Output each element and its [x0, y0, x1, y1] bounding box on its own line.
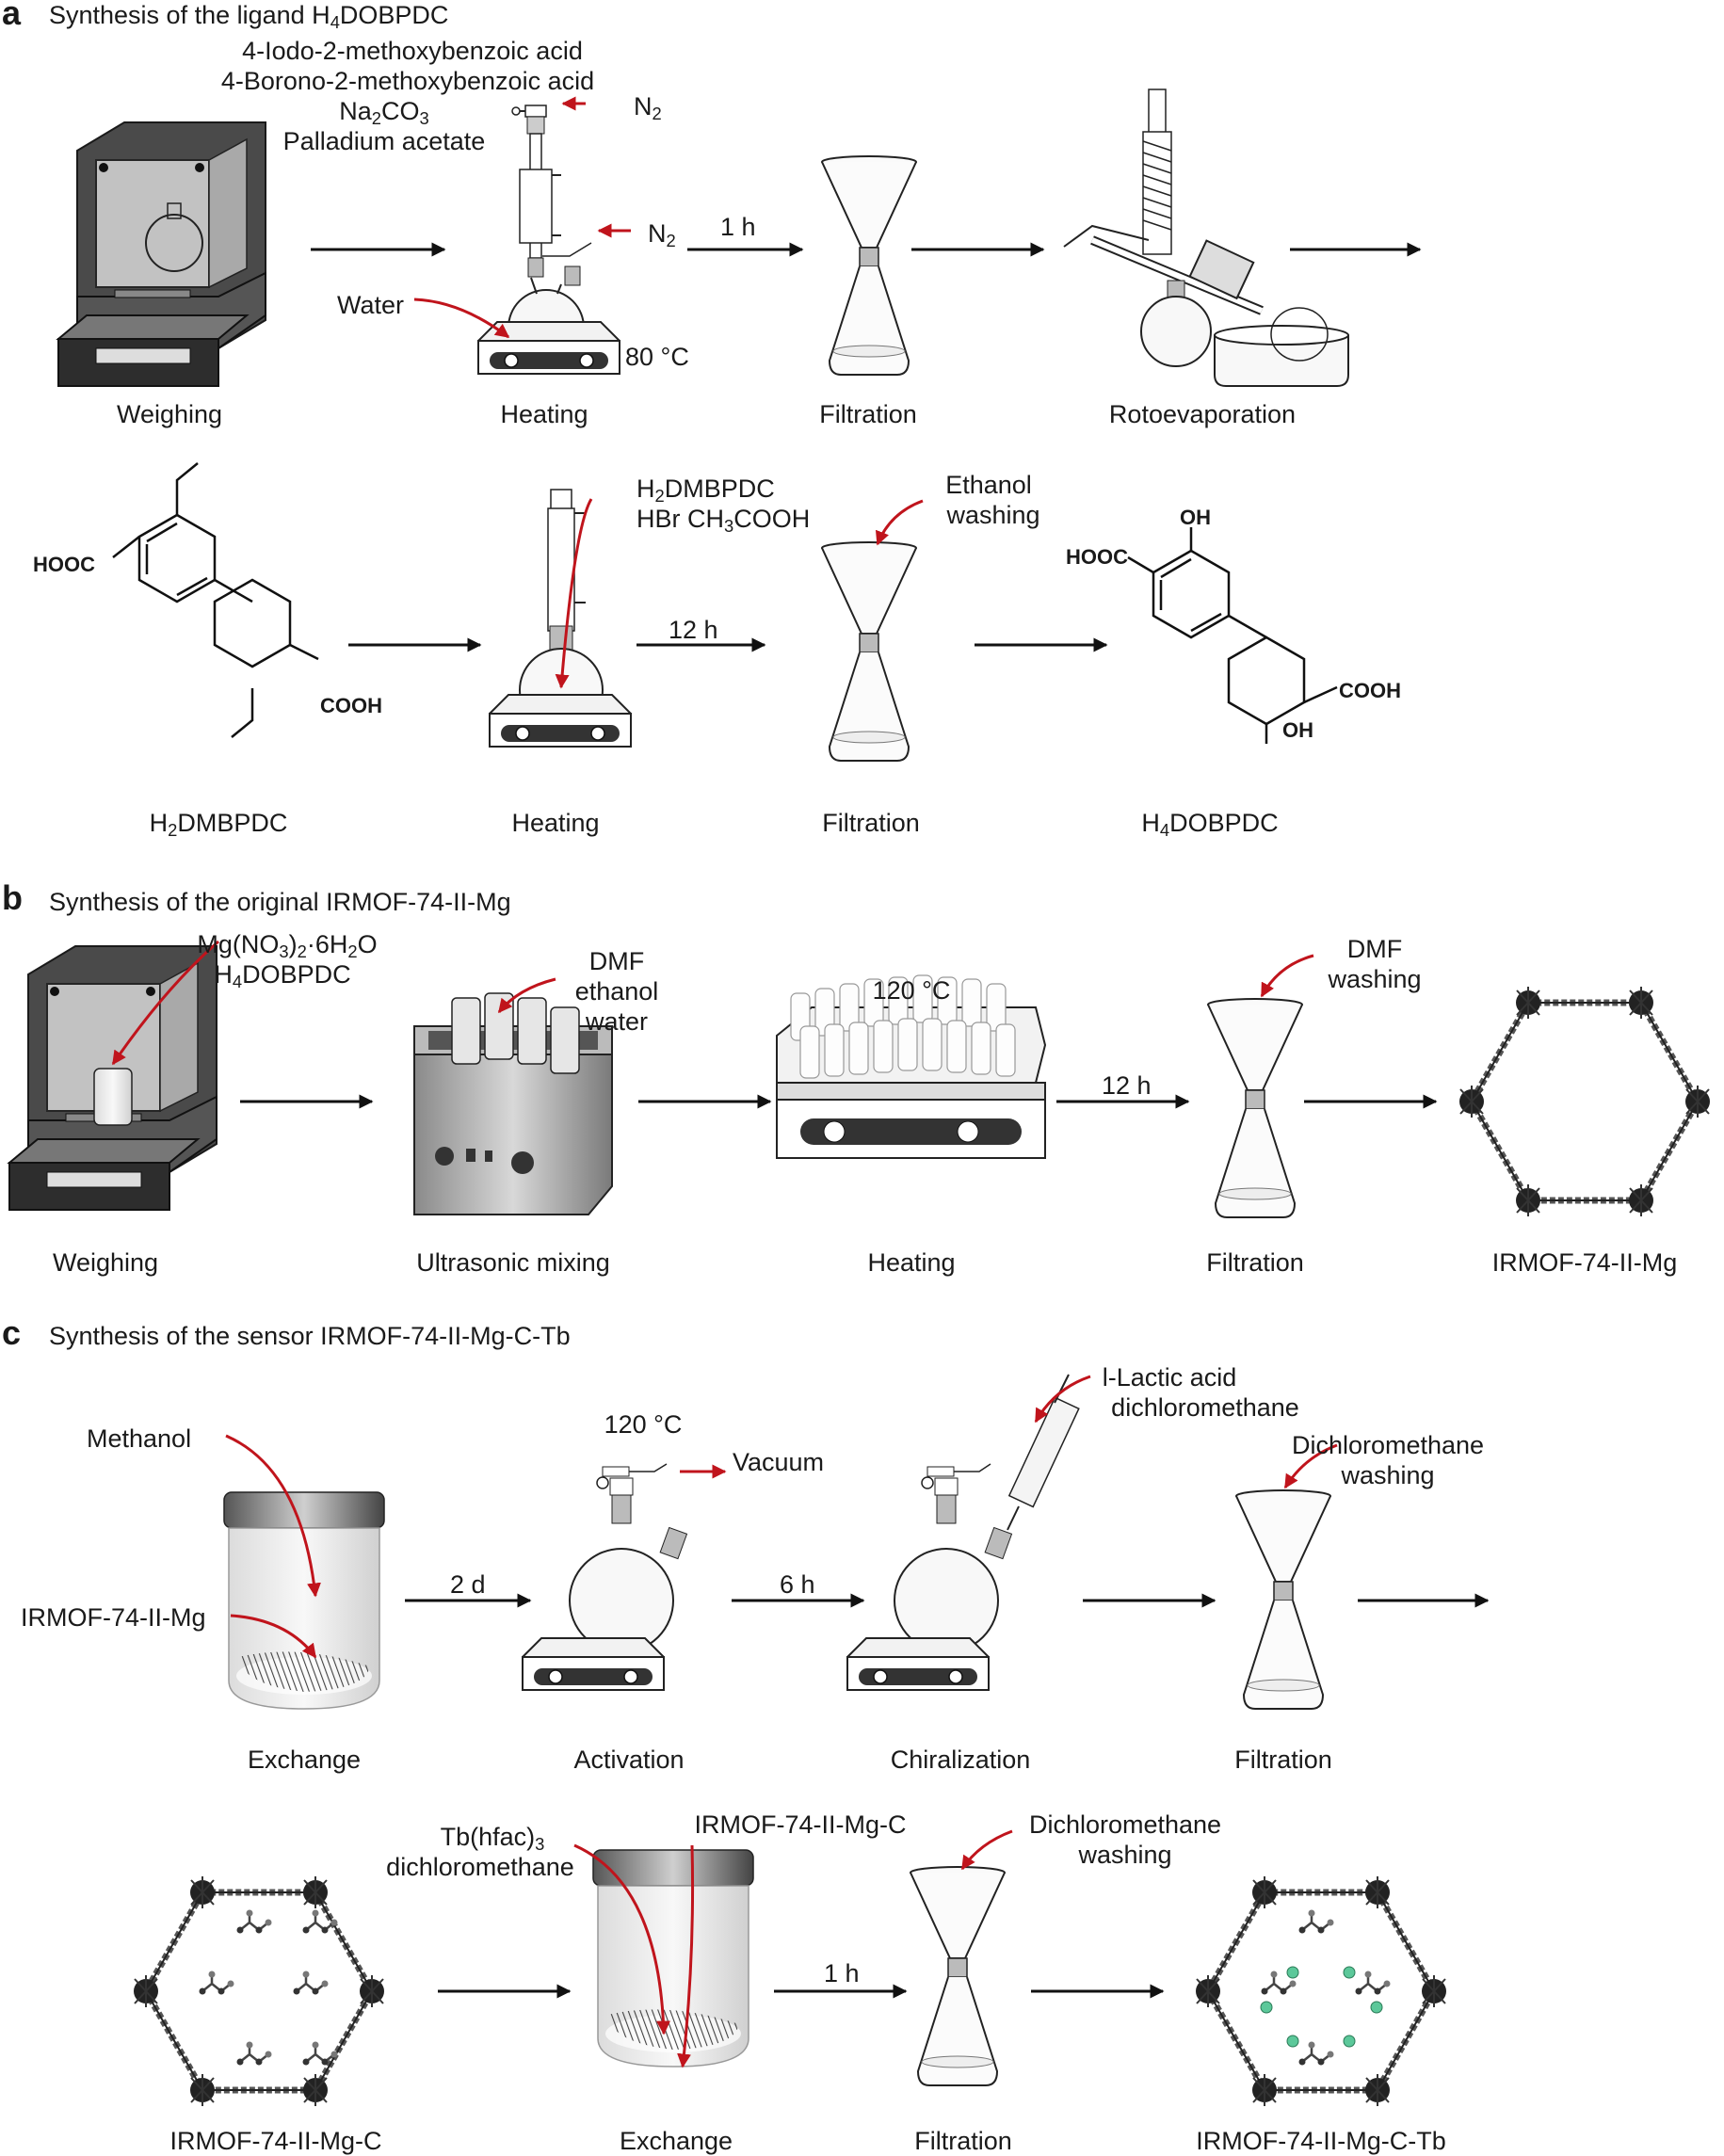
- step-heating-b: Heating: [867, 1248, 956, 1277]
- label-washing-a: washing: [946, 501, 1040, 529]
- reagent-na2co3: Na2CO3: [339, 97, 429, 129]
- solvent-dmf: DMF: [588, 947, 645, 975]
- step-ultrasonic: Ultrasonic mixing: [416, 1248, 610, 1277]
- reagent-h4dobpdc-b: H4DOBPDC: [214, 960, 351, 992]
- tb-dots: [1260, 1966, 1383, 2048]
- step-mgctb: IRMOF-74-II-Mg-C-Tb: [1196, 2127, 1446, 2155]
- chem-cooh-left: COOH: [320, 694, 382, 717]
- solvent-ethanol: ethanol: [574, 977, 659, 1006]
- label-time-6h: 6 h: [780, 1570, 815, 1599]
- label-tb-hfac: Tb(hfac)3: [440, 1823, 545, 1855]
- step-weighing-a: Weighing: [116, 400, 223, 428]
- label-time-12h-a: 12 h: [669, 616, 718, 644]
- chem-oh-top: OH: [1180, 506, 1211, 529]
- panel-title-a: Synthesis of the ligand H4DOBPDC: [49, 1, 449, 33]
- reagent-iodo: 4-Iodo-2-methoxybenzoic acid: [242, 37, 583, 65]
- label-n2-top: N2: [634, 92, 662, 124]
- h4dobpdc-structure: [1127, 527, 1338, 744]
- rotavap-apparatus: [1063, 88, 1349, 387]
- step-product-b: IRMOF-74-II-Mg: [1491, 1248, 1678, 1277]
- chem-oh-bottom: OH: [1282, 718, 1313, 742]
- hotplate-c1: [522, 1637, 665, 1691]
- label-dcm-lactic: dichloromethane: [1111, 1393, 1299, 1422]
- mof-c-mgctb: [1196, 1876, 1446, 2106]
- label-tb-dcm: dichloromethane: [386, 1853, 574, 1881]
- funnel-a2: [821, 541, 917, 762]
- panel-letter-b: b: [2, 878, 23, 917]
- step-h4dobpdc: H4DOBPDC: [1141, 809, 1279, 841]
- label-irmof-c: IRMOF-74-II-Mg: [21, 1603, 206, 1632]
- step-rotoevaporation: Rotoevaporation: [1108, 400, 1297, 428]
- chem-cooh-right: COOH: [1339, 679, 1401, 702]
- label-ethanol: Ethanol: [945, 471, 1032, 499]
- step-filtration-a: Filtration: [819, 400, 917, 428]
- step-exchange-2: Exchange: [619, 2127, 733, 2155]
- step-filtration-c1: Filtration: [1234, 1746, 1332, 1774]
- funnel-a1: [821, 155, 917, 376]
- label-water: Water: [337, 291, 405, 319]
- label-n2-side: N2: [648, 219, 676, 251]
- chiralization-flask: [894, 1374, 1091, 1653]
- reagent-borono: 4-Borono-2-methoxybenzoic acid: [220, 67, 595, 95]
- hotplate-c2: [846, 1637, 990, 1691]
- step-filtration-c2: Filtration: [914, 2127, 1012, 2155]
- balance-instrument: [57, 121, 266, 387]
- label-washing-b: washing: [1328, 965, 1422, 993]
- label-time-1h: 1 h: [720, 213, 756, 241]
- lactate-groups-mgc: [198, 1908, 339, 2067]
- label-lactic: l-Lactic acid: [1102, 1363, 1237, 1392]
- chem-hooc-left: HOOC: [33, 553, 95, 576]
- mof-c-mgc: [134, 1876, 384, 2106]
- label-vacuum: Vacuum: [733, 1448, 825, 1476]
- h2dmbpdc-structure: [112, 462, 319, 738]
- step-filtration-b: Filtration: [1206, 1248, 1304, 1277]
- label-washing-c1: washing: [1341, 1461, 1435, 1489]
- label-temp-80: 80 °C: [625, 343, 689, 371]
- panel-title-c: Synthesis of the sensor IRMOF-74-II-Mg-C…: [49, 1322, 571, 1350]
- label-dmf: DMF: [1346, 935, 1403, 963]
- jar-c1: [223, 1491, 385, 1710]
- activation-flask: [569, 1463, 727, 1653]
- step-weighing-b: Weighing: [52, 1248, 159, 1277]
- label-time-1h-c: 1 h: [824, 1959, 860, 1987]
- panel-letter-c: c: [2, 1313, 22, 1352]
- reagent-pd: Palladium acetate: [282, 127, 486, 155]
- step-activation: Activation: [573, 1746, 685, 1774]
- chem-hooc-right: HOOC: [1066, 545, 1128, 569]
- label-temp-120-b: 120 °C: [872, 976, 951, 1005]
- heating-block: [776, 974, 1047, 1159]
- label-dcm-c2: Dichloromethane: [1028, 1810, 1222, 1839]
- label-washing-c2: washing: [1078, 1841, 1172, 1869]
- mof-b: [1459, 987, 1710, 1216]
- label-methanol: Methanol: [87, 1424, 192, 1453]
- label-time-2d: 2 d: [450, 1570, 486, 1599]
- label-irmof-c-mgc: IRMOF-74-II-Mg-C: [694, 1810, 907, 1839]
- step-heating-a: Heating: [500, 400, 588, 428]
- reagent-mg-nitrate: Mg(NO3)2·6H2O: [197, 930, 378, 962]
- lactate-groups-mgctb: [1260, 1908, 1392, 2067]
- label-dcm-c1: Dichloromethane: [1291, 1431, 1485, 1459]
- ultrasonic-bath: [413, 977, 613, 1215]
- solvent-water: water: [585, 1007, 649, 1036]
- step-mgc: IRMOF-74-II-Mg-C: [169, 2127, 382, 2155]
- jar-c2: [592, 1849, 754, 2068]
- panel-letter-a: a: [2, 0, 22, 32]
- step-h2dmbpdc: H2DMBPDC: [149, 809, 288, 841]
- label-temp-120-c: 120 °C: [604, 1410, 683, 1439]
- panel-title-b: Synthesis of the original IRMOF-74-II-Mg: [49, 888, 511, 916]
- vial-b: [93, 1068, 133, 1126]
- funnel-c1: [1235, 1489, 1331, 1710]
- step-chiralization: Chiralization: [890, 1746, 1031, 1774]
- step-exchange: Exchange: [247, 1746, 362, 1774]
- step-heating-a2: Heating: [511, 809, 600, 837]
- balance-flask: [145, 214, 203, 272]
- reagent-hbr: HBr CH3COOH: [636, 505, 811, 537]
- funnel-b: [1207, 998, 1303, 1218]
- hotplate-a2: [489, 694, 632, 748]
- funnel-c2: [910, 1866, 1006, 2086]
- label-time-12h-b: 12 h: [1102, 1071, 1152, 1100]
- reagent-h2dmbpdc: H2DMBPDC: [636, 475, 775, 507]
- step-filtration-a2: Filtration: [822, 809, 920, 837]
